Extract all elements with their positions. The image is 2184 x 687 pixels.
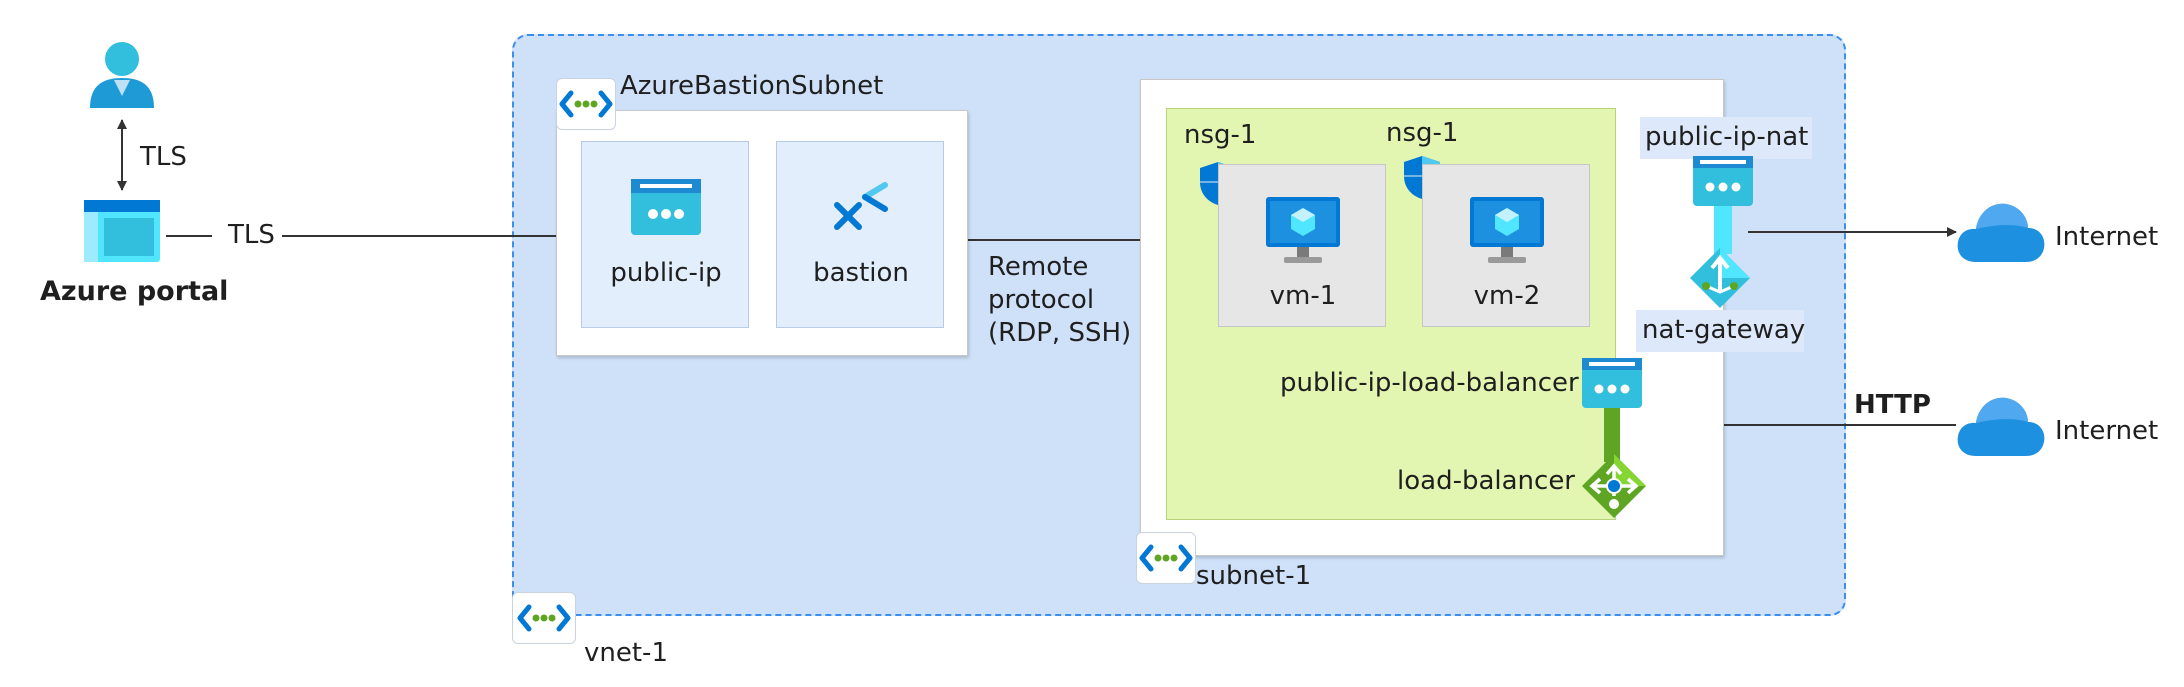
vm-1-tile[interactable]: vm-1 bbox=[1218, 164, 1386, 327]
lb-connection bbox=[1582, 358, 1642, 462]
user-icon bbox=[90, 42, 154, 108]
public-ip-nat-label-bg bbox=[1640, 117, 1812, 159]
internet-label-2: Internet bbox=[2055, 416, 2159, 446]
remote-line-3: (RDP, SSH) bbox=[988, 318, 1132, 348]
public-ip-icon bbox=[631, 179, 701, 235]
vnet-badge bbox=[512, 592, 576, 644]
bastion-icon bbox=[834, 182, 888, 230]
vm-1-label: vm-1 bbox=[1269, 281, 1337, 311]
remote-line-1: Remote bbox=[988, 252, 1089, 282]
bastion-subnet-label: AzureBastionSubnet bbox=[620, 71, 884, 101]
subnet-1-badge bbox=[1136, 532, 1196, 584]
nsg-1-label: nsg-1 bbox=[1184, 120, 1257, 150]
vnet-icon bbox=[517, 604, 571, 632]
vnet-label: vnet-1 bbox=[584, 638, 668, 668]
public-ip-label: public-ip bbox=[610, 258, 722, 288]
bastion-label: bastion bbox=[813, 258, 909, 288]
nat-gateway-label-bg bbox=[1636, 310, 1804, 352]
internet-label-1: Internet bbox=[2055, 222, 2159, 252]
internet-cloud-icon-2 bbox=[1957, 397, 2045, 456]
load-balancer-icon[interactable] bbox=[1580, 452, 1648, 520]
bastion-tile[interactable]: bastion bbox=[776, 141, 944, 328]
vm-2-label: vm-2 bbox=[1473, 281, 1541, 311]
load-balancer-label: load-balancer bbox=[1397, 466, 1576, 496]
azure-portal-icon[interactable] bbox=[84, 200, 160, 262]
public-ip-nat-label: public-ip-nat bbox=[1645, 122, 1809, 152]
nat-gateway-icon[interactable] bbox=[1688, 246, 1752, 310]
vm-2-tile[interactable]: vm-2 bbox=[1422, 164, 1590, 327]
subnet-1-icon bbox=[1139, 544, 1193, 572]
nat-connection bbox=[1693, 156, 1753, 254]
user-tls-label: TLS bbox=[140, 142, 187, 172]
portal-tls-label: TLS bbox=[228, 220, 275, 250]
internet-cloud-icon-1 bbox=[1957, 203, 2045, 262]
public-ip-lb-label: public-ip-load-balancer bbox=[1280, 368, 1579, 398]
remote-line-2: protocol bbox=[988, 285, 1095, 315]
bastion-subnet-badge bbox=[556, 78, 616, 130]
azure-portal-label: Azure portal bbox=[40, 276, 229, 307]
public-ip-tile[interactable]: public-ip bbox=[581, 141, 749, 328]
nsg-2-label: nsg-1 bbox=[1386, 118, 1459, 148]
subnet-icon bbox=[559, 90, 613, 118]
nat-gateway-label: nat-gateway bbox=[1642, 315, 1806, 345]
vm-2-icon bbox=[1470, 197, 1544, 263]
http-label: HTTP bbox=[1854, 390, 1931, 420]
subnet-1-label: subnet-1 bbox=[1196, 561, 1312, 591]
vm-1-icon bbox=[1266, 197, 1340, 263]
